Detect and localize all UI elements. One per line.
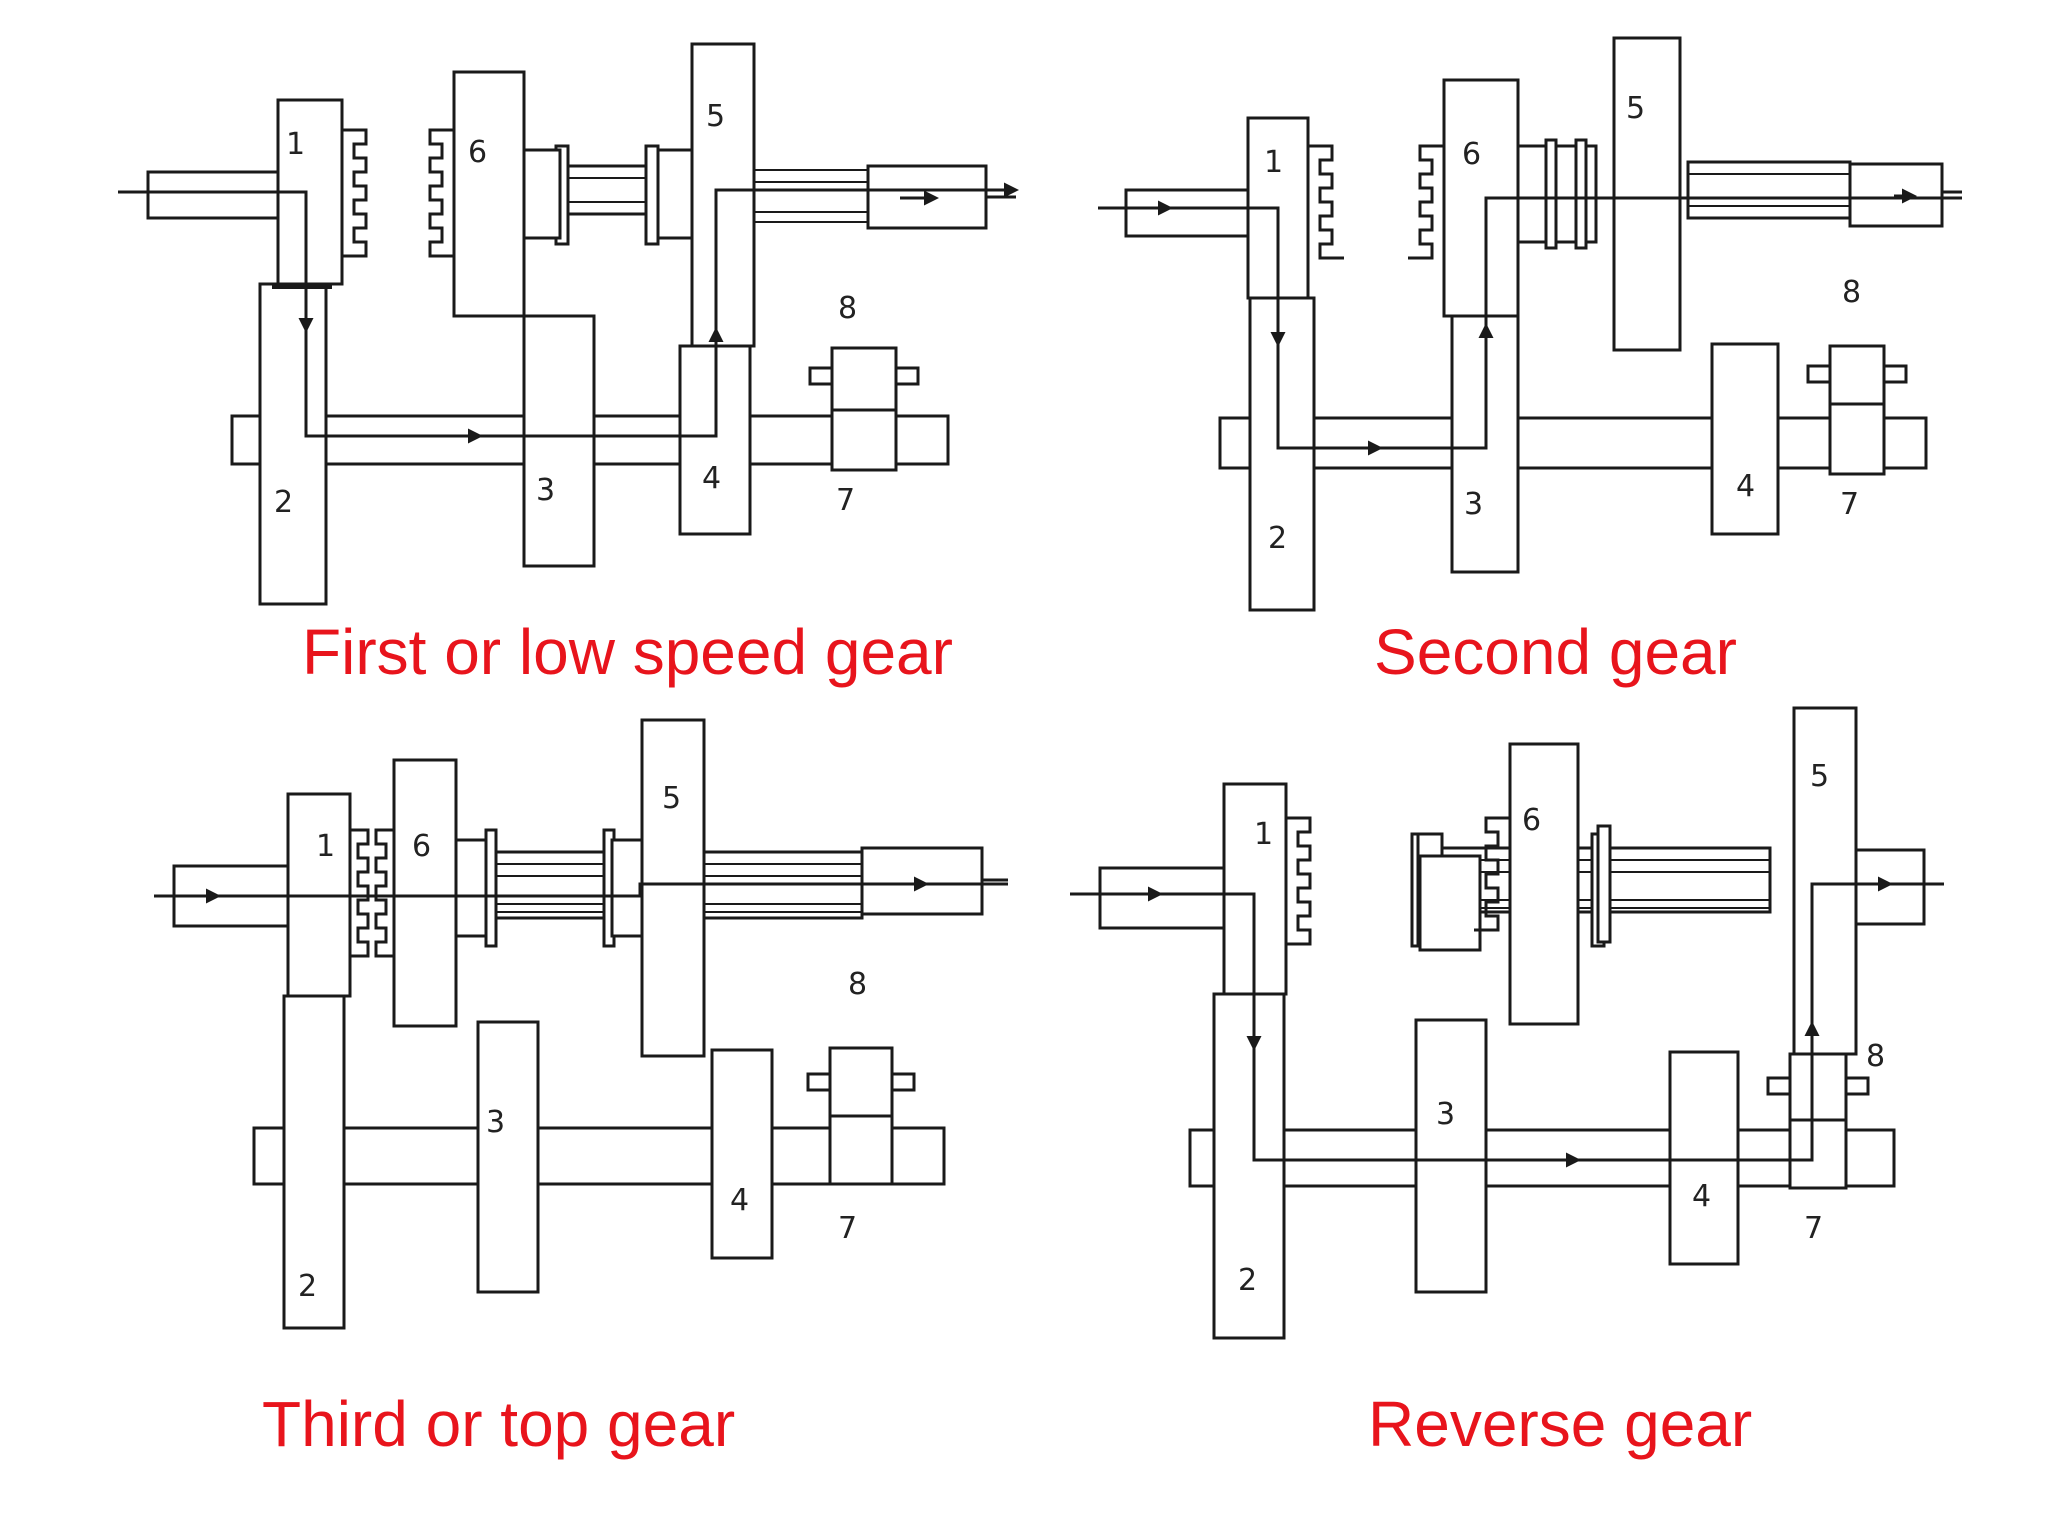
label-5: 5 bbox=[662, 781, 681, 816]
power-flow-path bbox=[118, 182, 1019, 438]
label-7: 7 bbox=[838, 1211, 857, 1246]
label-8: 8 bbox=[838, 291, 857, 326]
label-3: 3 bbox=[1464, 487, 1483, 522]
caption-third-gear: Third or top gear bbox=[262, 1388, 735, 1460]
label-4: 4 bbox=[1736, 469, 1755, 504]
caption-reverse-gear: Reverse gear bbox=[1368, 1388, 1752, 1460]
panel-third-gear: 1 2 3 4 5 6 7 8 Third or top gear bbox=[154, 718, 1008, 1460]
label-4: 4 bbox=[702, 461, 721, 496]
label-1: 1 bbox=[286, 127, 305, 162]
panel-reverse-gear: 1 2 3 4 5 6 7 8 Reverse gear bbox=[1070, 706, 1944, 1460]
gear-6 bbox=[452, 70, 526, 318]
reverse-idler-7 bbox=[830, 408, 898, 472]
panel-first-gear: 1 2 3 4 5 6 7 8 First or low speed gear bbox=[118, 42, 1019, 688]
label-3: 3 bbox=[1436, 1097, 1455, 1132]
panel-second-gear: 1 2 3 4 5 6 7 8 Second gear bbox=[1098, 36, 1962, 688]
gear-5 bbox=[690, 42, 756, 348]
label-1: 1 bbox=[1254, 817, 1273, 852]
gear-2 bbox=[258, 282, 328, 606]
label-1: 1 bbox=[1264, 145, 1283, 180]
label-6: 6 bbox=[1462, 137, 1481, 172]
reverse-idler-8 bbox=[830, 346, 898, 412]
label-6: 6 bbox=[1522, 803, 1541, 838]
label-8: 8 bbox=[1866, 1039, 1885, 1074]
label-3: 3 bbox=[486, 1105, 505, 1140]
caption-first-gear: First or low speed gear bbox=[302, 616, 953, 688]
caption-second-gear: Second gear bbox=[1374, 616, 1737, 688]
label-6: 6 bbox=[412, 829, 431, 864]
main-shaft-spline bbox=[558, 164, 652, 216]
label-2: 2 bbox=[1238, 1263, 1257, 1298]
label-7: 7 bbox=[1840, 487, 1859, 522]
label-5: 5 bbox=[1626, 91, 1645, 126]
label-8: 8 bbox=[1842, 275, 1861, 310]
gear-3 bbox=[522, 314, 596, 568]
label-3: 3 bbox=[536, 473, 555, 508]
label-5: 5 bbox=[706, 99, 725, 134]
label-8: 8 bbox=[848, 967, 867, 1002]
label-1: 1 bbox=[316, 829, 335, 864]
label-5: 5 bbox=[1810, 759, 1829, 794]
label-2: 2 bbox=[298, 1269, 317, 1304]
label-4: 4 bbox=[730, 1183, 749, 1218]
label-7: 7 bbox=[836, 483, 855, 518]
dog-clutch-teeth bbox=[342, 128, 368, 258]
label-2: 2 bbox=[274, 485, 293, 520]
label-2: 2 bbox=[1268, 521, 1287, 556]
label-7: 7 bbox=[1804, 1211, 1823, 1246]
label-4: 4 bbox=[1692, 1179, 1711, 1214]
input-shaft bbox=[146, 170, 282, 220]
label-6: 6 bbox=[468, 135, 487, 170]
